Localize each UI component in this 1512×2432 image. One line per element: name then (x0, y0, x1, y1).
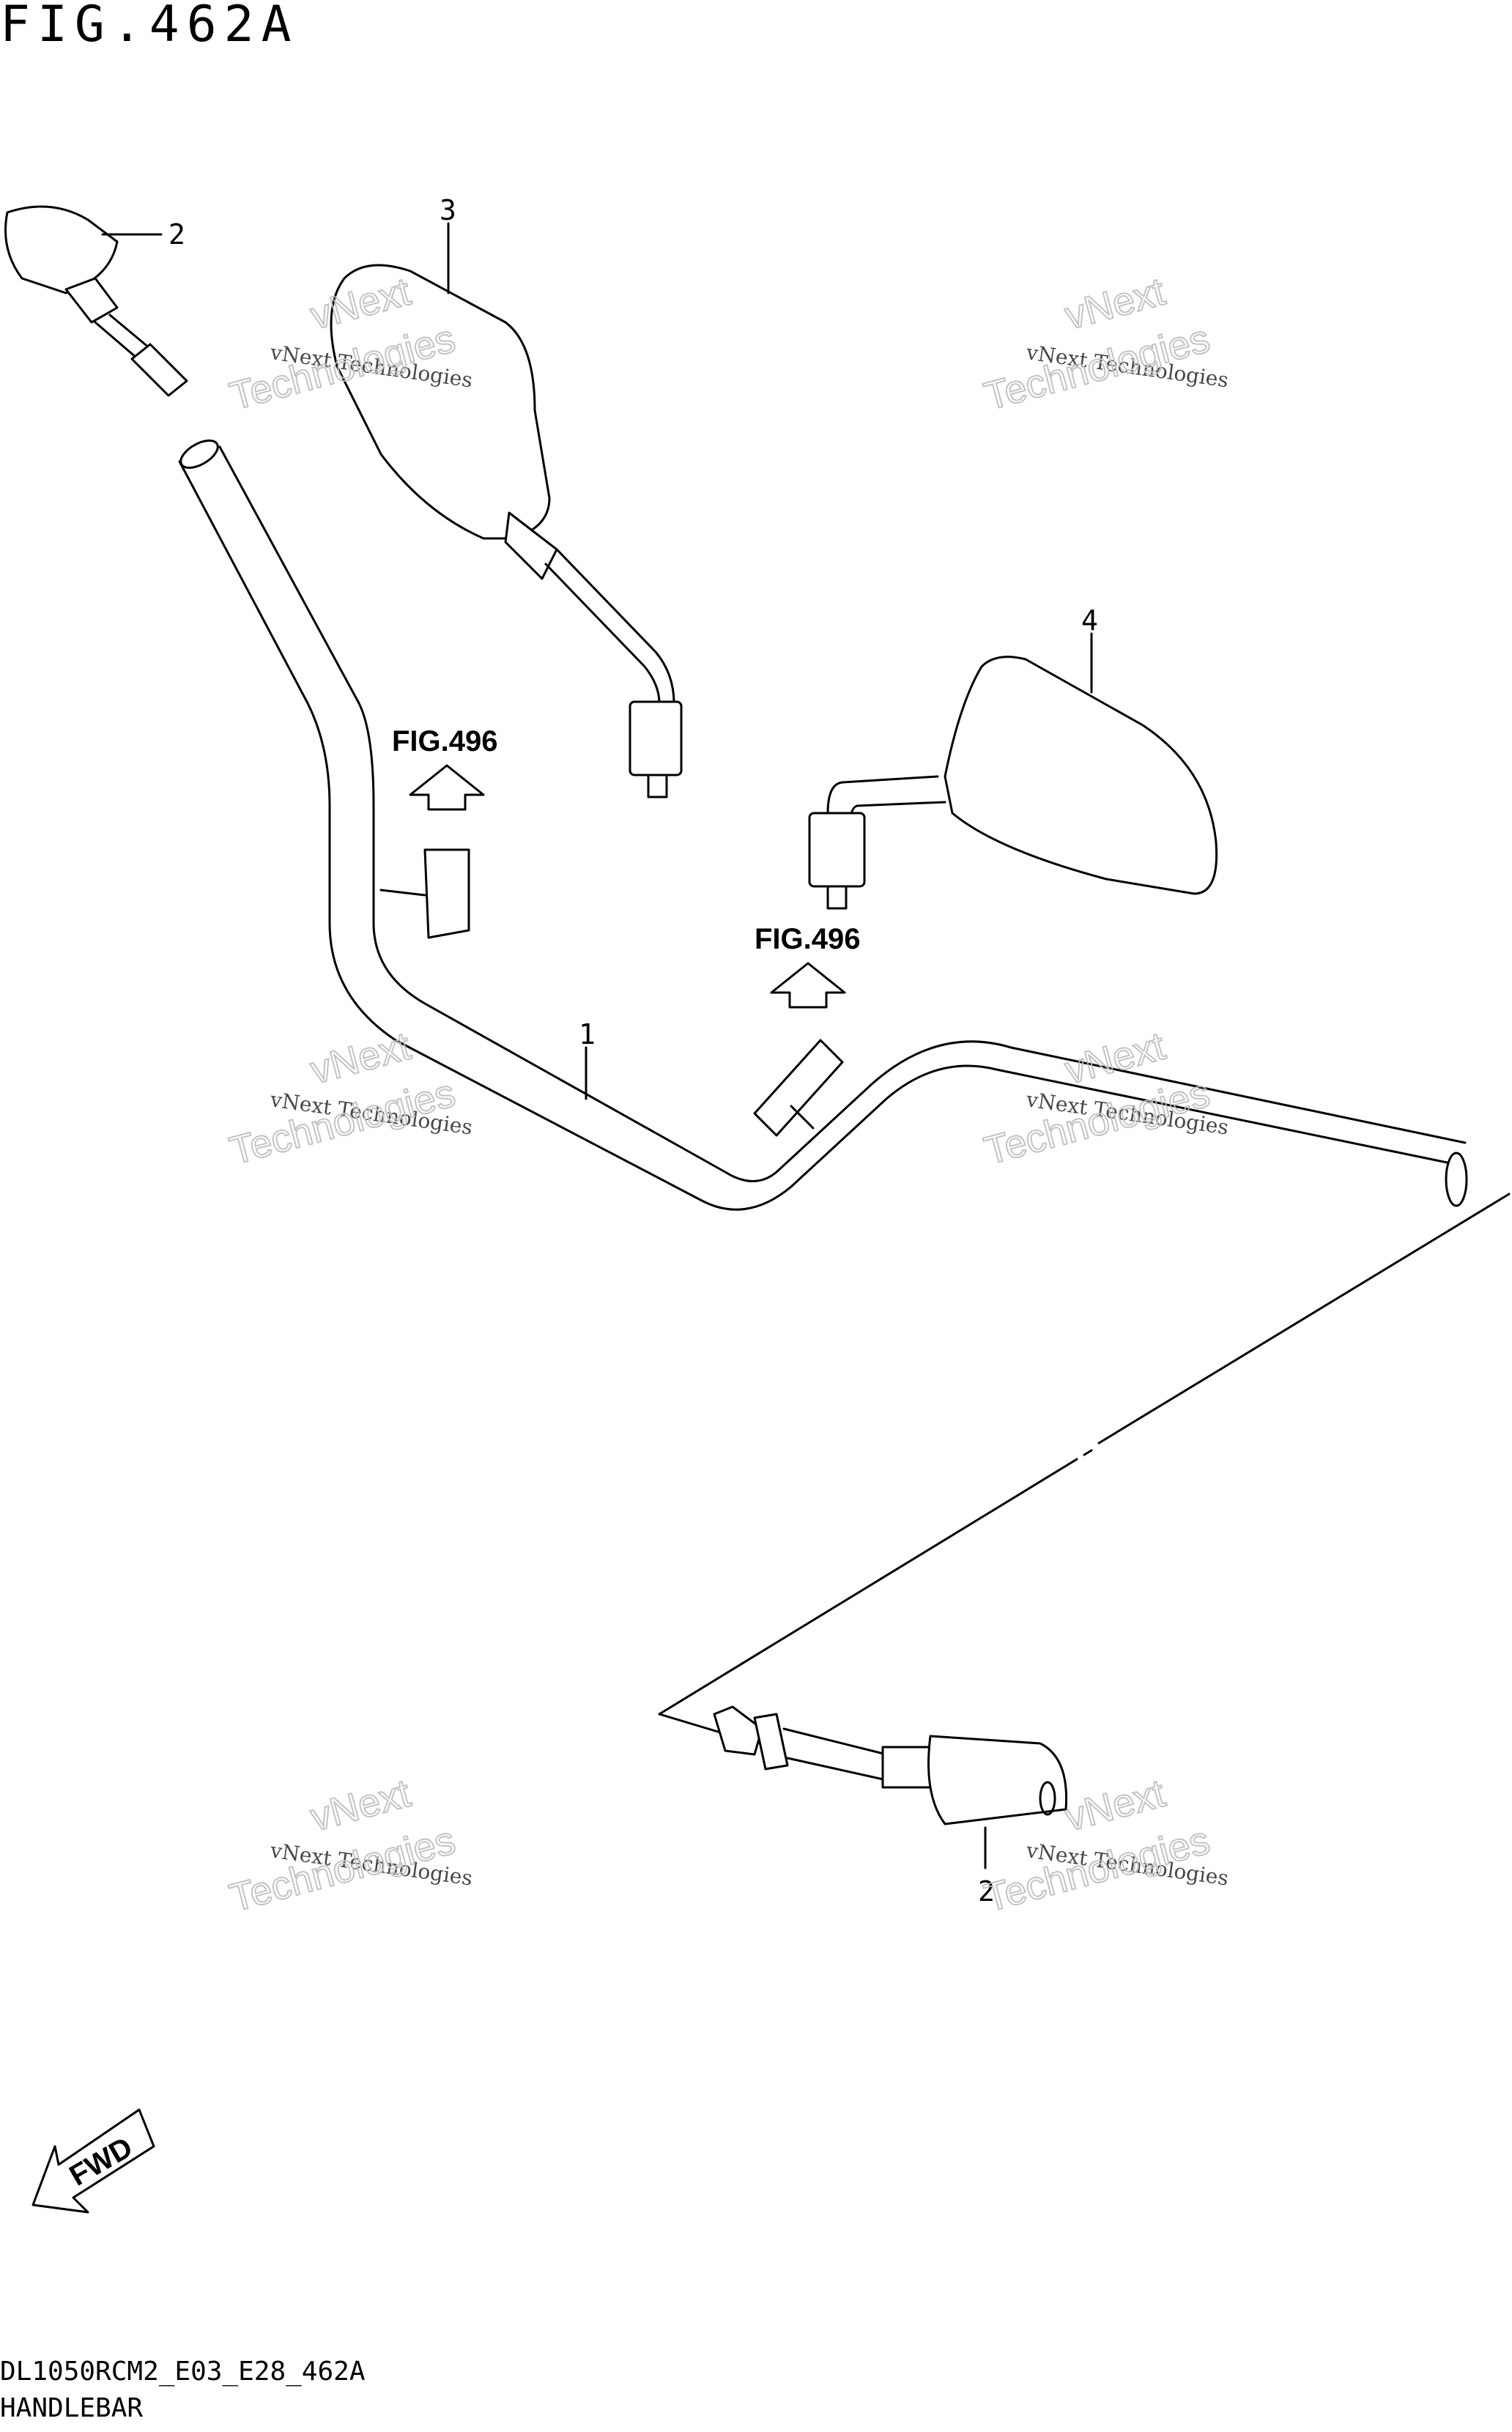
svg-text:vNext: vNext (1061, 270, 1170, 338)
callout-1: 1 (579, 1018, 596, 1050)
svg-text:Technologies: Technologies (980, 1071, 1215, 1174)
reference-fig496-left[interactable]: FIG.496 (392, 725, 498, 811)
callout-2-right: 2 (978, 1875, 995, 1908)
explode-guide (658, 1193, 1511, 1738)
handlebar-part[interactable] (177, 435, 1468, 1211)
svg-text:vNext: vNext (1061, 1771, 1170, 1840)
reference-fig496-right[interactable]: FIG.496 (755, 923, 861, 1009)
balancer-left-part[interactable] (4, 205, 188, 397)
mirror-right-part[interactable] (808, 656, 1218, 910)
reference-label: FIG.496 (755, 923, 861, 955)
svg-text:Technologies: Technologies (226, 1818, 460, 1921)
figure-title: FIG.462A (0, 0, 299, 53)
diagram-code: DL1050RCM2_E03_E28_462A (0, 2357, 366, 2387)
up-arrow-icon (770, 962, 846, 1009)
svg-text:vNext: vNext (306, 1024, 415, 1093)
fwd-arrow-icon (32, 2108, 155, 2214)
up-arrow-icon (409, 764, 485, 811)
callout-2-left: 2 (168, 218, 185, 251)
svg-text:Technologies: Technologies (980, 316, 1215, 419)
callout-4: 4 (1081, 604, 1098, 637)
callout-3: 3 (440, 194, 456, 226)
svg-text:Technologies: Technologies (226, 1071, 460, 1174)
balancer-right-part[interactable] (713, 1705, 1068, 1825)
svg-text:vNext: vNext (306, 1771, 415, 1840)
leader-lines (101, 222, 1093, 1869)
reference-label: FIG.496 (392, 725, 498, 757)
diagram-name: HANDLEBAR (0, 2393, 144, 2423)
mirror-left-part[interactable] (330, 264, 683, 798)
svg-text:Technologies: Technologies (980, 1818, 1215, 1921)
svg-text:vNext: vNext (1061, 1024, 1170, 1093)
fwd-arrow: FWD (32, 2108, 155, 2214)
